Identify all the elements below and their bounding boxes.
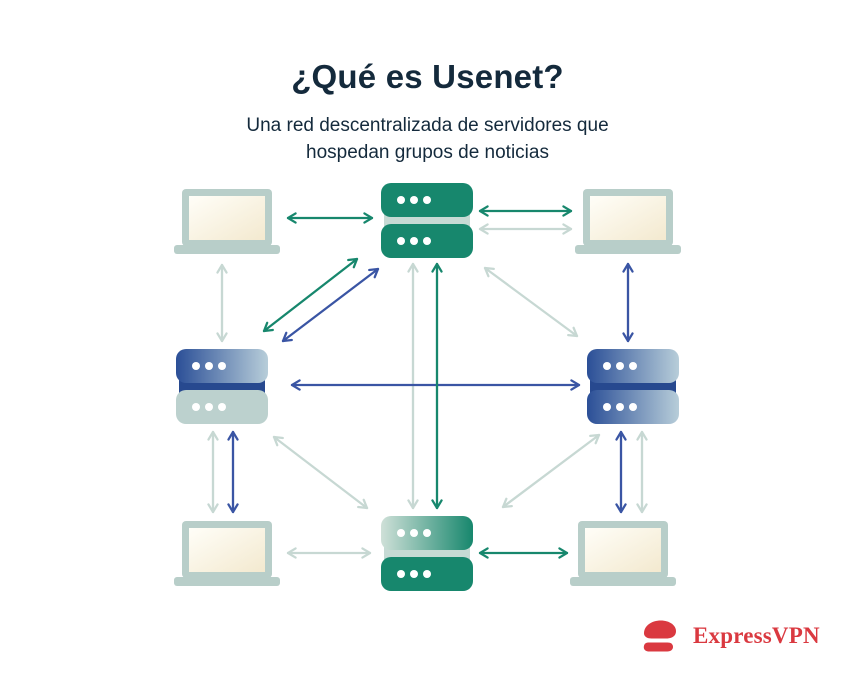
server-left	[176, 349, 268, 424]
links-green	[262, 205, 573, 559]
links-light	[207, 223, 648, 559]
laptop-base	[174, 577, 280, 586]
server-top	[381, 183, 473, 258]
page-title: ¿Qué es Usenet?	[291, 58, 564, 96]
server-right	[587, 349, 679, 424]
laptop-top-right	[575, 189, 681, 254]
expressvpn-logo-icon	[643, 620, 676, 652]
laptop-bottom-left	[174, 521, 280, 586]
brand-lockup: ExpressVPN	[636, 616, 820, 656]
laptop-base	[174, 245, 280, 254]
brand-name: ExpressVPN	[693, 623, 820, 648]
server-leds	[603, 362, 637, 411]
server-leds	[192, 362, 226, 411]
arrow-server-left-server-top-green	[262, 257, 359, 333]
laptop-top-left	[174, 189, 280, 254]
page-subtitle: Una red descentralizada de servidores qu…	[246, 115, 609, 163]
server-leds	[397, 529, 431, 578]
links-blue	[227, 262, 634, 514]
laptop-screen	[590, 196, 666, 240]
arrow-server-left-server-bottom	[272, 435, 369, 510]
laptop-screen	[585, 528, 661, 572]
laptop-base	[570, 577, 676, 586]
server-bottom	[381, 516, 473, 591]
laptop-base	[575, 245, 681, 254]
server-leds	[397, 196, 431, 245]
laptop-screen	[189, 528, 265, 572]
arrow-server-top-server-right	[483, 266, 579, 338]
laptop-bottom-right	[570, 521, 676, 586]
arrow-server-bottom-server-right	[501, 433, 601, 509]
laptop-screen	[189, 196, 265, 240]
